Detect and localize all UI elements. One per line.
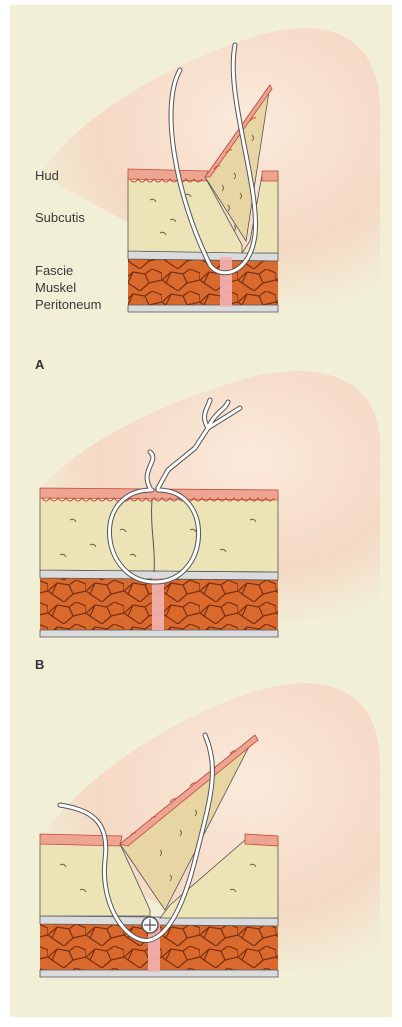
buried-knot-illustration (10, 660, 392, 1010)
subcutis-layer (40, 498, 278, 572)
label-fascie: Fascie (35, 263, 73, 279)
muscle-layer (128, 257, 278, 305)
panel-open-wound: Hud Subcutis Fascie Muskel Peritoneum (10, 5, 392, 345)
panel-closed-wound (10, 360, 392, 660)
label-peritoneum: Peritoneum (35, 297, 101, 313)
label-muskel: Muskel (35, 280, 76, 296)
label-subcutis: Subcutis (35, 210, 85, 226)
panel-buried-knot (10, 660, 392, 1010)
closed-wound-illustration (10, 360, 392, 660)
peritoneum-layer (128, 305, 278, 312)
label-hud: Hud (35, 168, 59, 184)
